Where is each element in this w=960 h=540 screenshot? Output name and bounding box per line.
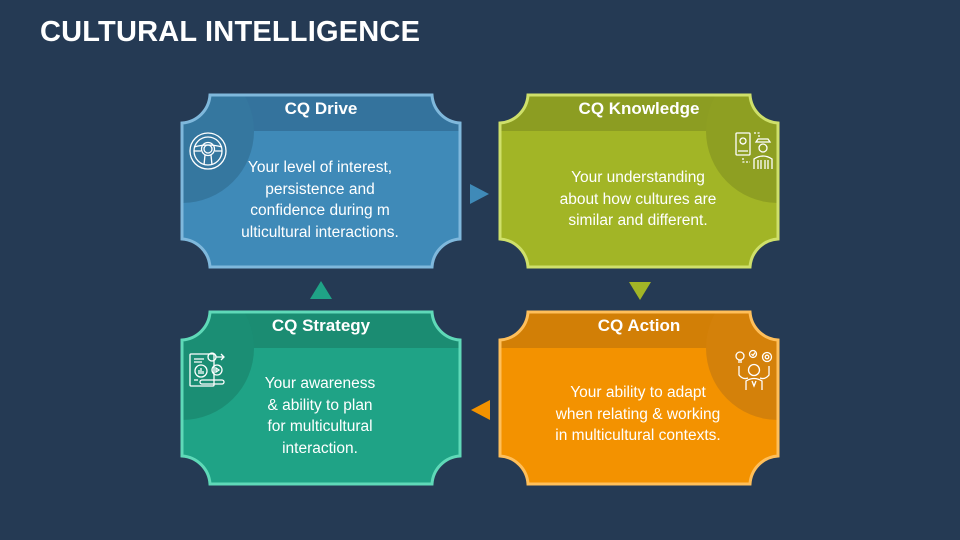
person-ideas-icon xyxy=(735,349,773,390)
card-heading: CQ Drive xyxy=(284,99,358,118)
strategy-clipboard-icon xyxy=(189,352,225,387)
arrow-left-icon xyxy=(471,400,490,420)
card-heading: CQ Action xyxy=(597,316,681,335)
card-description: Your awareness & ability to plan for mul… xyxy=(264,375,376,457)
card-shape xyxy=(498,93,780,269)
card-description: Your ability to adapt when relating & wo… xyxy=(555,384,721,444)
card-shape xyxy=(180,93,462,269)
page-title: CULTURAL INTELLIGENCE xyxy=(40,16,421,48)
card-cq-action: CQ Action Your ability to adapt when rel… xyxy=(498,310,780,486)
card-heading: CQ Strategy xyxy=(271,316,371,335)
steering-wheel-icon xyxy=(189,132,227,170)
card-description: Your understanding about how cultures ar… xyxy=(559,169,717,229)
card-cq-drive: CQ Drive Your level of interest, persist… xyxy=(180,93,462,269)
card-shape xyxy=(498,310,780,486)
arrow-down-icon xyxy=(629,282,651,300)
card-cq-knowledge: CQ Knowledge Your understanding about ho… xyxy=(498,93,780,269)
card-cq-strategy: CQ Strategy Your awareness & ability to … xyxy=(180,310,462,486)
card-description: Your level of interest, persistence and … xyxy=(241,159,399,241)
card-heading: CQ Knowledge xyxy=(578,99,700,118)
arrow-right-icon xyxy=(470,184,489,204)
book-person-icon xyxy=(735,132,773,169)
arrow-up-icon xyxy=(310,281,332,299)
